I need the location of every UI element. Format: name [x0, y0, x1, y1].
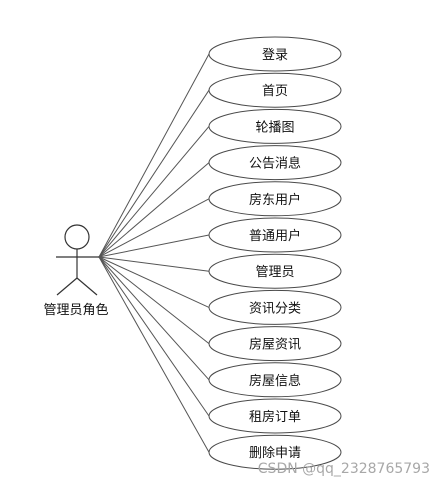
use-case-label: 资讯分类: [249, 301, 301, 316]
use-case-ellipse: [208, 108, 342, 144]
watermark: CSDN @qq_2328765793: [258, 461, 430, 477]
association-line: [98, 256, 210, 381]
association-line: [98, 162, 210, 258]
use-case: 普通用户: [208, 217, 342, 253]
use-case-label: 删除申请: [249, 446, 301, 461]
actor-left-leg: [56, 277, 78, 296]
use-case-label: 房东用户: [249, 192, 301, 208]
association-line: [98, 126, 210, 258]
association-line: [98, 53, 210, 258]
association-line: [98, 198, 210, 258]
actor-label: 管理员角色: [43, 302, 108, 318]
association-line: [98, 256, 210, 344]
use-case-label: 首页: [262, 84, 288, 99]
actor: 管理员角色: [43, 224, 109, 318]
use-case: 资讯分类: [208, 289, 342, 325]
use-case: 删除申请: [208, 434, 342, 470]
use-case-ellipse: [208, 362, 342, 398]
actor-head: [64, 224, 90, 250]
use-case: 管理员: [208, 253, 342, 289]
association-line: [98, 256, 210, 272]
use-case-ellipse: [208, 217, 342, 253]
use-case-ellipse: [208, 253, 342, 289]
association-line: [98, 256, 210, 308]
use-case-label: 房屋资讯: [249, 337, 301, 353]
use-case: 登录: [208, 36, 342, 72]
use-case-ellipse: [208, 181, 342, 217]
use-case: 房屋资讯: [208, 326, 342, 362]
use-case: 首页: [208, 72, 342, 108]
use-case-label: 登录: [262, 48, 288, 63]
use-case-ellipse: [208, 145, 342, 181]
actor-right-leg: [76, 277, 98, 296]
use-case: 轮播图: [208, 108, 342, 144]
use-case-label: 租房订单: [249, 409, 301, 425]
use-case-list: 登录首页轮播图公告消息房东用户普通用户管理员资讯分类房屋资讯房屋信息租房订单删除…: [208, 36, 342, 470]
association-line: [98, 89, 210, 258]
use-case-ellipse: [208, 289, 342, 325]
use-case-label: 房屋信息: [249, 373, 301, 389]
use-case: 房东用户: [208, 181, 342, 217]
use-case-ellipse: [208, 36, 342, 72]
use-case-label: 普通用户: [249, 228, 301, 244]
use-case-label: 公告消息: [249, 156, 301, 172]
association-line: [98, 256, 210, 417]
association-line: [98, 234, 210, 258]
use-case-ellipse: [208, 398, 342, 434]
use-case: 公告消息: [208, 145, 342, 181]
use-case-ellipse: [208, 72, 342, 108]
use-case: 房屋信息: [208, 362, 342, 398]
use-case-label: 轮播图: [255, 120, 294, 135]
association-lines: [98, 53, 210, 453]
use-case: 租房订单: [208, 398, 342, 434]
use-case-label: 管理员: [255, 265, 294, 280]
use-case-ellipse: [208, 434, 342, 470]
use-case-ellipse: [208, 326, 342, 362]
association-line: [98, 256, 210, 453]
